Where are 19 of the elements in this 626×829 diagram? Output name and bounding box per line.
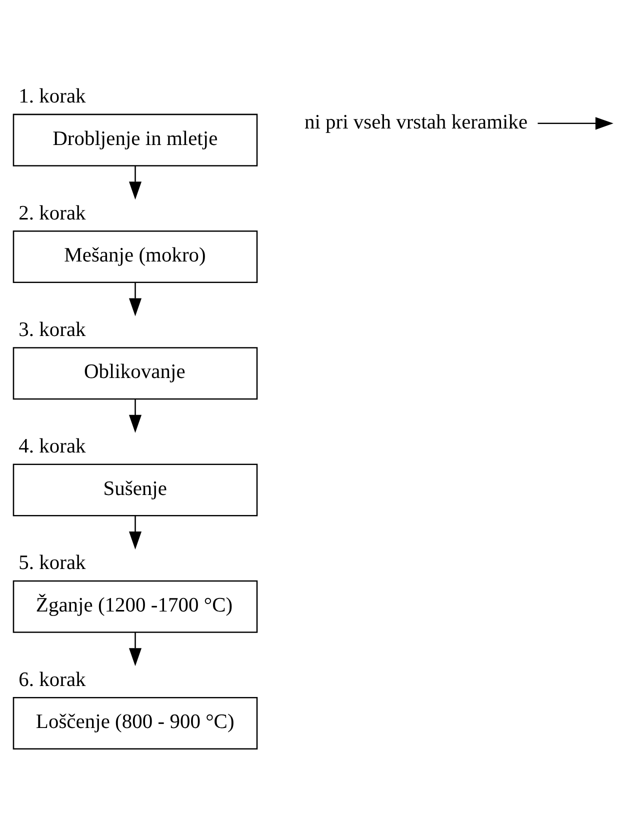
node-text: ni pri vseh vrstah keramike xyxy=(304,110,528,133)
node-box: Mešanje (mokro) xyxy=(12,230,258,282)
node-box: Sušenje xyxy=(12,463,258,516)
arrow xyxy=(128,165,142,200)
node-label: 5. korak xyxy=(18,552,86,574)
node-label: 4. korak xyxy=(18,435,86,458)
arrow xyxy=(128,282,142,316)
arrow xyxy=(128,515,142,549)
arrow xyxy=(538,116,614,130)
node-box: Drobljenje in mletje xyxy=(12,113,258,166)
node-box: Oblikovanje xyxy=(12,346,258,400)
node-label: 2. korak xyxy=(18,202,86,224)
node-label: 3. korak xyxy=(18,318,86,340)
arrow xyxy=(128,398,142,432)
node-box: Žganje (1200 -1700 °C) xyxy=(12,580,258,632)
node-label: 1. korak xyxy=(18,85,86,108)
node-label: 6. korak xyxy=(18,668,86,690)
node-box: Loščenje (800 - 900 °C) xyxy=(12,696,258,750)
arrow xyxy=(128,632,142,666)
